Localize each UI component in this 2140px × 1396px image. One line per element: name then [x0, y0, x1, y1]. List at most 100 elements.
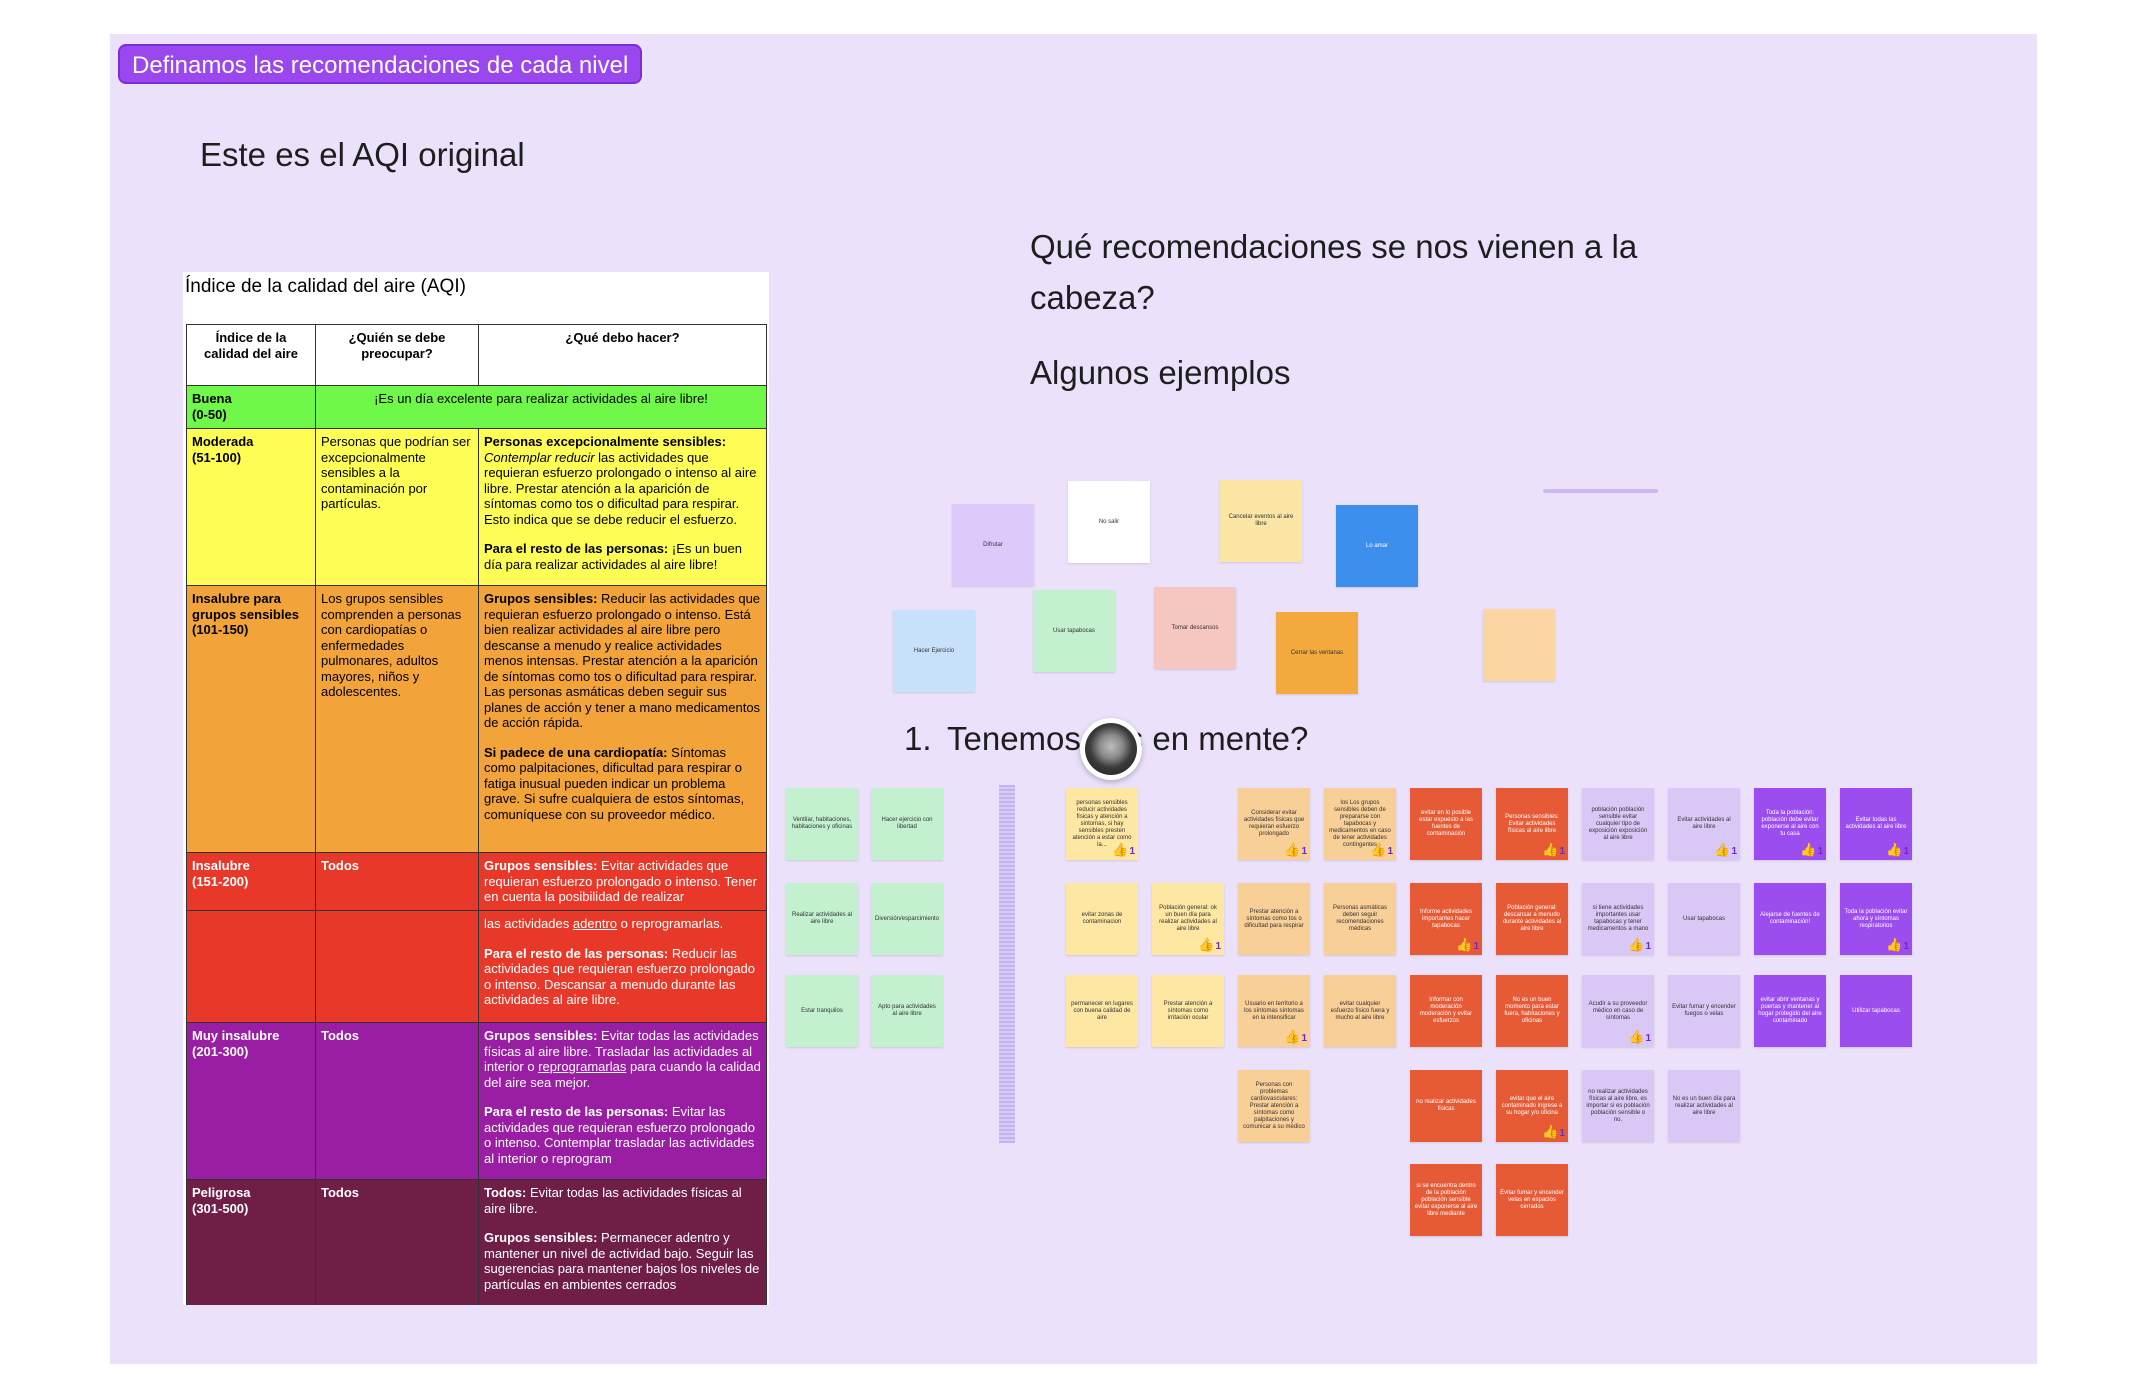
like-count: 👍1: [1714, 842, 1737, 857]
header-what: ¿Qué debo hacer?: [478, 324, 767, 386]
like-count: 👍1: [1284, 842, 1307, 857]
like-count: 👍1: [1628, 937, 1651, 952]
thumbs-up-icon: 👍: [1370, 842, 1387, 857]
sticky-note-red[interactable]: Informe actividades importantes hacer ta…: [1410, 883, 1482, 955]
thumbs-up-icon: 👍: [1198, 937, 1215, 952]
thumbs-up-icon: 👍: [1112, 842, 1129, 857]
sticky-note-orange[interactable]: Prestar atención a síntomas como tos o d…: [1238, 883, 1310, 955]
like-count: 👍1: [1112, 842, 1135, 857]
aqi-table-image[interactable]: Índice de la calidad del aire (AQI) Índi…: [183, 272, 769, 1305]
sticky-note-orange[interactable]: Personas asmáticas deben seguir recomend…: [1324, 883, 1396, 955]
thumbs-up-icon: 👍: [1542, 1124, 1559, 1139]
like-count: 👍1: [1370, 842, 1393, 857]
sticky-note-purple[interactable]: Alejarse de fuentes de contaminación!: [1754, 883, 1826, 955]
sticky-note-purple[interactable]: Toda la población evitar ahora y síntoma…: [1840, 883, 1912, 955]
sticky-note-example[interactable]: Tomar descansos: [1154, 587, 1236, 669]
aqi-table: Índice de la calidad del aire ¿Quién se …: [186, 324, 767, 1305]
sticky-note-example[interactable]: Difrutar: [952, 504, 1034, 586]
user-photo: [1085, 723, 1137, 775]
thumbs-up-icon: 👍: [1542, 842, 1559, 857]
who-unhealthy: Todos: [315, 852, 479, 911]
sticky-note-lavender[interactable]: Acudir a su proveedor médico en caso de …: [1582, 975, 1654, 1047]
level-very-unhealthy: Muy insalubre(201-300): [186, 1022, 316, 1180]
sticky-note-orange[interactable]: Usuario en territorio a los síntomas sín…: [1238, 975, 1310, 1047]
sticky-note-green[interactable]: Ventilar, habitaciones, habitaciones y o…: [786, 788, 858, 860]
sticky-note-red[interactable]: si se encuentra dentro de la población p…: [1410, 1164, 1482, 1236]
row-usg: Insalubre para grupos sensibles(101-150)…: [186, 585, 767, 853]
sticky-note-green[interactable]: Realizar actividades al aire libre: [786, 883, 858, 955]
who-hazardous: Todos: [315, 1179, 479, 1305]
sticky-note-green[interactable]: Hacer ejercicio con libertad: [871, 788, 943, 860]
frame-label[interactable]: Definamos las recomendaciones de cada ni…: [118, 44, 643, 84]
like-count: 👍1: [1198, 937, 1221, 952]
like-count: 👍1: [1628, 1029, 1651, 1044]
sticky-note-purple[interactable]: Toda la población: población debe evitar…: [1754, 788, 1826, 860]
row-good: Buena(0-50) ¡Es un día excelente para re…: [186, 385, 767, 429]
thumbs-up-icon: 👍: [1886, 842, 1903, 857]
sticky-note-red[interactable]: no realizar actividades físicas: [1410, 1070, 1482, 1142]
header-index: Índice de la calidad del aire: [186, 324, 316, 386]
like-count: 👍1: [1456, 937, 1479, 952]
sticky-note-example[interactable]: No salir: [1068, 481, 1150, 563]
sticky-note-orange[interactable]: evitar cualquier esfuerzo físico fuera y…: [1324, 975, 1396, 1047]
heading-question-line1[interactable]: Qué recomendaciones se nos vienen a la: [1030, 228, 1638, 265]
sticky-note-purple[interactable]: Utilizar tapabocas: [1840, 975, 1912, 1047]
sticky-note-lavender[interactable]: Usar tapabocas: [1668, 883, 1740, 955]
thumbs-up-icon: 👍: [1628, 937, 1645, 952]
thumbs-up-icon: 👍: [1800, 842, 1817, 857]
heading-question-line2[interactable]: cabeza?: [1030, 279, 1155, 316]
sticky-note-example[interactable]: Hacer Ejercicio: [893, 610, 975, 692]
sticky-note-yellow[interactable]: personas sensibles reducir actividades f…: [1066, 788, 1138, 860]
sticky-note-lavender[interactable]: Evitar actividades al aire libre👍1: [1668, 788, 1740, 860]
sticky-note-green[interactable]: Apto para actividades al aire libre: [871, 975, 943, 1047]
sticky-note-yellow[interactable]: evitar zonas de contaminacion: [1066, 883, 1138, 955]
sticky-note-red[interactable]: evitar en lo posible estar expuesto a la…: [1410, 788, 1482, 860]
what-hazardous: Todos: Evitar todas las actividades físi…: [478, 1179, 767, 1305]
divider-line: [1543, 489, 1658, 493]
row-hazardous: Peligrosa(301-500) Todos Todos: Evitar t…: [186, 1179, 767, 1305]
what-unhealthy: Grupos sensibles: Evitar actividades que…: [478, 852, 767, 911]
level-moderate: Moderada(51-100): [186, 428, 316, 586]
sticky-note-orange[interactable]: Considerar evitar actividades físicas qu…: [1238, 788, 1310, 860]
header-who: ¿Quién se debe preocupar?: [315, 324, 479, 386]
sticky-note-red[interactable]: Evitar fumar y encender velas en espacio…: [1496, 1164, 1568, 1236]
who-very-unhealthy: Todos: [315, 1022, 479, 1180]
level-unhealthy: Insalubre(151-200): [186, 852, 316, 911]
sticky-note-yellow[interactable]: Población general: ok un buen día para r…: [1152, 883, 1224, 955]
heading-examples[interactable]: Algunos ejemplos: [1030, 354, 1291, 391]
stacked-notes-column[interactable]: [999, 785, 1015, 1143]
sticky-note-example[interactable]: Cerrar las ventanas: [1276, 612, 1358, 694]
sticky-note-example[interactable]: Cancelar eventos al aire libre: [1220, 480, 1302, 562]
sticky-note-lavender[interactable]: No es un buen día para realizar activida…: [1668, 1070, 1740, 1142]
sticky-note-red[interactable]: Población general: descansar a menudo du…: [1496, 883, 1568, 955]
sticky-note-red[interactable]: No es un buen momento para estar fuera, …: [1496, 975, 1568, 1047]
sticky-note-lavender[interactable]: Evitar fumar y encender fuegos o velas: [1668, 975, 1740, 1047]
sticky-note-yellow[interactable]: Prestar atención a síntomas como irritac…: [1152, 975, 1224, 1047]
thumbs-up-icon: 👍: [1714, 842, 1731, 857]
sticky-note-example[interactable]: Usar tapabocas: [1033, 590, 1115, 672]
sticky-note-green[interactable]: Diversión/esparcimiento: [871, 883, 943, 955]
sticky-note-red[interactable]: Personas sensibles: Evitar actividades f…: [1496, 788, 1568, 860]
sticky-note-lavender[interactable]: población población sensible evitar cual…: [1582, 788, 1654, 860]
sticky-note-example[interactable]: Lo amar: [1336, 505, 1418, 587]
sticky-note-orange[interactable]: Personas con problemas cardiovasculares:…: [1238, 1070, 1310, 1142]
level-hazardous: Peligrosa(301-500): [186, 1179, 316, 1305]
user-avatar[interactable]: [1080, 718, 1142, 780]
heading-original-aqi[interactable]: Este es el AQI original: [200, 136, 525, 173]
sticky-note-green[interactable]: Estar tranquilos: [786, 975, 858, 1047]
sticky-note-red[interactable]: evitar que el aire contaminado ingrese a…: [1496, 1070, 1568, 1142]
aqi-table-title: Índice de la calidad del aire (AQI): [185, 276, 466, 297]
row-very-unhealthy: Muy insalubre(201-300) Todos Grupos sens…: [186, 1022, 767, 1180]
sticky-note-orange[interactable]: los Los grupos sensibles deben de prepar…: [1324, 788, 1396, 860]
sticky-note-lavender[interactable]: no realizar actividades físicas al aire …: [1582, 1070, 1654, 1142]
sticky-note-red[interactable]: Informar con moderación moderación y evi…: [1410, 975, 1482, 1047]
sticky-note-yellow[interactable]: permanecer en lugares con buena calidad …: [1066, 975, 1138, 1047]
thumbs-up-icon: 👍: [1284, 1029, 1301, 1044]
sticky-note-lavender[interactable]: si tiene actividades importantes usar ta…: [1582, 883, 1654, 955]
sticky-note-example-empty[interactable]: [1483, 609, 1555, 681]
like-count: 👍1: [1542, 1124, 1565, 1139]
what-unhealthy-cont: las actividades adentro o reprogramarlas…: [478, 910, 767, 1023]
sticky-note-purple[interactable]: evitar abrir ventanas y puertas y manten…: [1754, 975, 1826, 1047]
sticky-note-purple[interactable]: Evitar todas las actividades al aire lib…: [1840, 788, 1912, 860]
list-number: 1.: [904, 720, 932, 757]
